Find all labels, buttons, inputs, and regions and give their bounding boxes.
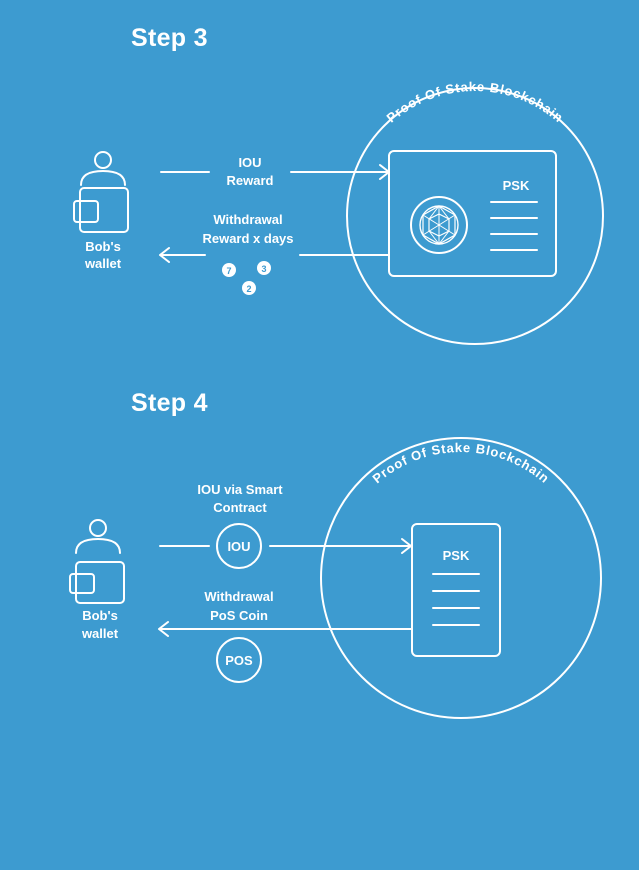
step4-arrow-to-chain — [159, 538, 412, 554]
step3-arrow-to-wallet — [159, 247, 389, 263]
step4-iou-badge-label: IOU — [227, 539, 250, 554]
step4-person-icon — [75, 519, 121, 554]
step4-pos-badge — [216, 637, 262, 683]
step4-arrow-bottom-label-2: PoS Coin — [210, 608, 268, 623]
step3-person-icon — [80, 151, 126, 186]
step4-title: Step 4 — [131, 389, 208, 417]
step3-arrow-bottom-label-2: Reward x days — [202, 231, 293, 246]
step4-arrow-bottom-label-1: Withdrawal — [204, 589, 273, 604]
step3-coin-icon-1: 7 — [222, 263, 236, 277]
step3-title: Step 3 — [131, 24, 208, 52]
step4-wallet-label-1: Bob's — [82, 608, 118, 623]
step3-blockchain-circle — [346, 87, 604, 345]
step4-wallet-label-2: wallet — [81, 626, 119, 641]
step3-card-label: PSK — [503, 178, 530, 193]
step4-card-label: PSK — [443, 548, 470, 563]
step4-arrow-top-label-2: Contract — [213, 500, 267, 515]
svg-text:7: 7 — [226, 266, 231, 276]
step3-arrow-bottom-label-1: Withdrawal — [213, 212, 282, 227]
step3-chain-label: Proof Of Stake Blockchain — [384, 79, 567, 125]
step3-coin-icon-2: 3 — [257, 261, 271, 275]
step4-psk-card — [411, 523, 501, 657]
step3-psk-card — [388, 150, 557, 277]
step4-iou-badge — [216, 523, 262, 569]
step3-arrow-top-label-2: Reward — [227, 173, 274, 188]
step4-arrow-to-wallet — [158, 621, 413, 637]
svg-text:2: 2 — [246, 284, 251, 294]
step4-chain-label: Proof Of Stake Blockchain — [369, 440, 552, 486]
step3-wallet-icon — [73, 187, 129, 233]
step4-wallet-icon — [69, 561, 125, 604]
step4-arrow-top-label-1: IOU via Smart — [197, 482, 283, 497]
step4-blockchain-circle — [320, 437, 602, 719]
step3-coin-icon-3: 2 — [242, 281, 256, 295]
step4-card-lines — [432, 573, 480, 626]
step4-section: Bob's wallet IOU via Smart Contract IOU … — [69, 437, 602, 719]
step3-wallet-label-1: Bob's — [85, 239, 121, 254]
step3-card-lines — [490, 201, 538, 251]
svg-text:3: 3 — [261, 264, 266, 274]
network-sphere-icon — [410, 196, 468, 254]
step3-wallet-label-2: wallet — [84, 256, 122, 271]
step3-arrow-top-label-1: IOU — [238, 155, 261, 170]
step3-section: Bob's wallet IOU Reward Withdrawal Rewar… — [73, 79, 604, 345]
step4-pos-badge-label: POS — [225, 653, 253, 668]
